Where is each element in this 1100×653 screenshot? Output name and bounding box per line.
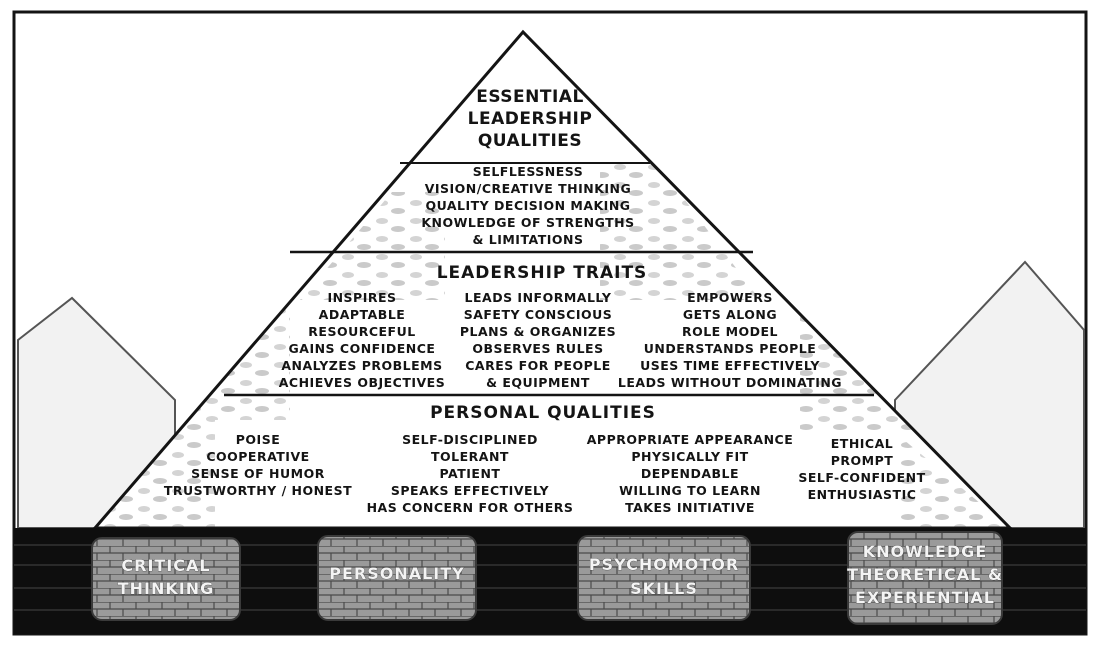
block-label-line: PERSONALITY (329, 564, 465, 583)
block-label-line: THEORETICAL & (847, 565, 1003, 584)
block-label-line: SKILLS (630, 579, 698, 598)
trait-item: ADAPTABLE (319, 307, 406, 322)
apex-title-line: LEADERSHIP (468, 109, 593, 129)
personal-item: APPROPRIATE APPEARANCE (587, 432, 794, 447)
trait-item: & EQUIPMENT (486, 375, 590, 390)
personal-item: WILLING TO LEARN (619, 483, 761, 498)
block-label-line: THINKING (118, 579, 215, 598)
trait-item: EMPOWERS (687, 290, 773, 305)
personal-column: ETHICAL PROMPT SELF-CONFIDENT ENTHUSIAST… (798, 436, 925, 502)
trait-item: CARES FOR PEOPLE (465, 358, 611, 373)
personal-column: SELF-DISCIPLINED TOLERANT PATIENT SPEAKS… (367, 432, 574, 515)
trait-item: UNDERSTANDS PEOPLE (644, 341, 817, 356)
trait-item: LEADS WITHOUT DOMINATING (618, 375, 842, 390)
traits-section: LEADERSHIP TRAITS INSPIRES ADAPTABLE RES… (279, 263, 842, 390)
trait-item: INSPIRES (327, 290, 396, 305)
personal-item: SPEAKS EFFECTIVELY (391, 483, 550, 498)
trait-item: ROLE MODEL (682, 324, 778, 339)
personal-column: APPROPRIATE APPEARANCE PHYSICALLY FIT DE… (587, 432, 794, 515)
personal-item: SELF-DISCIPLINED (402, 432, 538, 447)
block-label-line: CRITICAL (121, 556, 210, 575)
personal-item: DEPENDABLE (641, 466, 739, 481)
personal-item: ETHICAL (831, 436, 894, 451)
foundation-block-critical-thinking: CRITICAL THINKING (91, 537, 241, 621)
trait-item: GAINS CONFIDENCE (289, 341, 436, 356)
apex-title-line: QUALITIES (478, 131, 582, 151)
personal-item: COOPERATIVE (206, 449, 309, 464)
block-label-line: EXPERIENTIAL (855, 588, 995, 607)
personal-item: TRUSTWORTHY / HONEST (164, 483, 352, 498)
apex-title-line: ESSENTIAL (476, 87, 584, 107)
personal-item: HAS CONCERN FOR OTHERS (367, 500, 574, 515)
trait-item: GETS ALONG (683, 307, 777, 322)
personal-title: PERSONAL QUALITIES (430, 403, 656, 423)
personal-section: PERSONAL QUALITIES POISE COOPERATIVE SEN… (164, 403, 925, 515)
block-label-line: KNOWLEDGE (863, 542, 988, 561)
trait-item: RESOURCEFUL (308, 324, 415, 339)
trait-item: ANALYZES PROBLEMS (281, 358, 442, 373)
personal-item: TAKES INITIATIVE (625, 500, 755, 515)
trait-item: ACHIEVES OBJECTIVES (279, 375, 445, 390)
foundation-block-knowledge: KNOWLEDGE THEORETICAL & EXPERIENTIAL (847, 531, 1003, 625)
traits-column: LEADS INFORMALLY SAFETY CONSCIOUS PLANS … (460, 290, 616, 390)
apex-item: VISION/CREATIVE THINKING (425, 181, 632, 196)
personal-item: PATIENT (440, 466, 501, 481)
traits-column: INSPIRES ADAPTABLE RESOURCEFUL GAINS CON… (279, 290, 445, 390)
trait-item: USES TIME EFFECTIVELY (640, 358, 820, 373)
personal-item: PHYSICALLY FIT (631, 449, 748, 464)
traits-title: LEADERSHIP TRAITS (437, 263, 648, 283)
apex-section: ESSENTIAL LEADERSHIP QUALITIES SELFLESSN… (421, 87, 634, 247)
personal-item: POISE (236, 432, 280, 447)
personal-item: PROMPT (831, 453, 894, 468)
apex-item: SELFLESSNESS (473, 164, 583, 179)
trait-item: OBSERVES RULES (472, 341, 603, 356)
block-label-line: PSYCHOMOTOR (589, 555, 739, 574)
traits-column: EMPOWERS GETS ALONG ROLE MODEL UNDERSTAN… (618, 290, 842, 390)
apex-item: QUALITY DECISION MAKING (425, 198, 630, 213)
personal-column: POISE COOPERATIVE SENSE OF HUMOR TRUSTWO… (164, 432, 352, 498)
personal-item: TOLERANT (431, 449, 509, 464)
apex-item: & LIMITATIONS (473, 232, 584, 247)
trait-item: LEADS INFORMALLY (465, 290, 612, 305)
trait-item: SAFETY CONSCIOUS (464, 307, 613, 322)
foundation-block-psychomotor-skills: PSYCHOMOTOR SKILLS (577, 535, 751, 621)
apex-item: KNOWLEDGE OF STRENGTHS (421, 215, 634, 230)
personal-item: SELF-CONFIDENT (798, 470, 925, 485)
personal-item: ENTHUSIASTIC (808, 487, 917, 502)
foundation-block-personality: PERSONALITY (317, 535, 477, 621)
trait-item: PLANS & ORGANIZES (460, 324, 616, 339)
personal-item: SENSE OF HUMOR (191, 466, 325, 481)
ground-texture (14, 544, 1086, 611)
